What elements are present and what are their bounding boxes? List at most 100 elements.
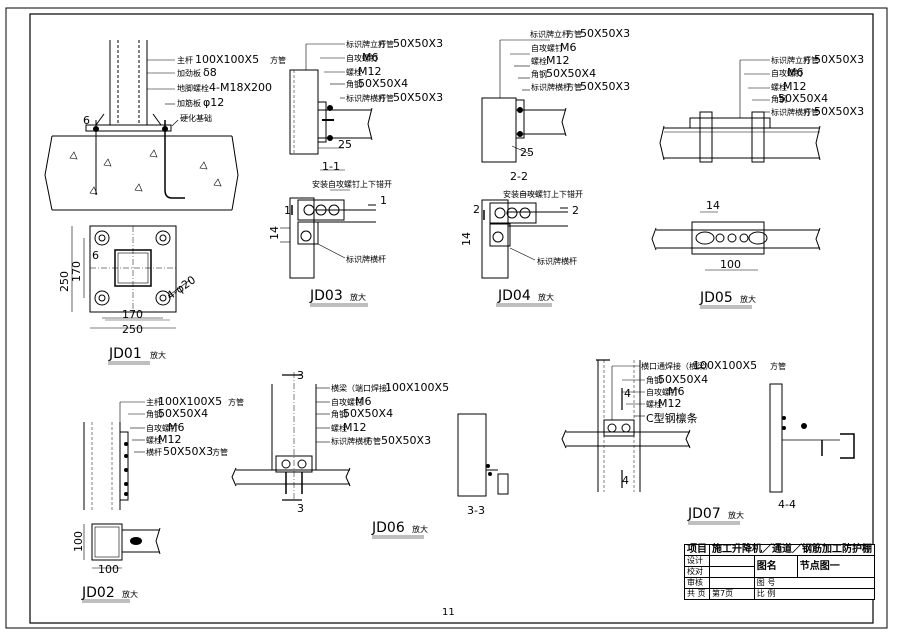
jd06-l5: 标识牌横杆: [331, 436, 371, 446]
jd05-l5: 标识牌横杆: [771, 107, 811, 117]
jd07-l4: 螺栓: [646, 399, 662, 409]
inner-frame: [29, 13, 874, 624]
jd06-l2-size: M6: [355, 395, 372, 408]
jd06-l3: 角钢: [331, 409, 347, 419]
jd03-l1: 标识牌立杆: [346, 39, 386, 49]
jd03-cut-left: 1: [284, 204, 291, 217]
jd02-bolt-size: M12: [158, 433, 182, 446]
jd02-dim-100a: 100: [72, 531, 85, 552]
jd07-l3-size: M6: [668, 385, 685, 398]
jd05-title-suffix: 放大: [740, 294, 756, 304]
jd04-l2: 自攻螺钉: [531, 43, 563, 53]
jd01-label-rib: 加劲板: [177, 68, 201, 78]
jd02-angle: 角钢: [146, 409, 162, 419]
jd04-l5-unit: 方管: [566, 82, 582, 92]
total-label: 共: [687, 589, 695, 598]
design-value: [709, 555, 755, 567]
jd06-l2: 自攻螺钉: [331, 397, 363, 407]
jd07-l3: 自攻螺钉: [646, 387, 678, 397]
jd06-l5-unit: 方管: [365, 436, 381, 446]
jd04-l2-size: M6: [560, 41, 577, 54]
jd06-l4: 螺栓: [331, 423, 347, 433]
jd05-l4: 角钢: [771, 94, 787, 104]
jd04-section: 2-2: [510, 170, 528, 183]
drawing-name: 节点图一: [796, 555, 876, 578]
jd05-l2: 自攻螺钉: [771, 68, 803, 78]
jd06-title: JD06: [371, 520, 405, 536]
jd05-l2-size: M6: [787, 66, 804, 79]
jd02-angle-size: 50X50X4: [158, 407, 208, 420]
jd05-l5-unit: 方管: [803, 107, 819, 117]
jd01-weld2: 6: [92, 249, 99, 262]
jd01-label-rib-size: δ8: [203, 66, 217, 79]
jd07-section: 4-4: [778, 498, 796, 511]
project-label: 项目: [684, 544, 710, 556]
jd04-note: 安装自攻螺钉上下错开: [503, 189, 583, 199]
jd02-title-suffix: 放大: [122, 589, 138, 599]
jd03-cut-right: 1: [380, 194, 387, 207]
jd05-title: JD05: [699, 290, 733, 306]
jd03-note: 安装自攻螺钉上下错开: [312, 179, 392, 189]
jd03-dim-25: 25: [338, 138, 352, 151]
jd05-l4-size: 50X50X4: [778, 92, 828, 105]
jd01-label-anchor: 地脚螺栓: [177, 83, 209, 93]
detail-jd07: [561, 359, 855, 525]
jd06-title-suffix: 放大: [412, 524, 428, 534]
jd06-l1: 横梁（端口焊接）: [331, 383, 395, 393]
jd01-label-bar-size: φ12: [203, 96, 224, 109]
check-label: 校对: [684, 566, 710, 578]
jd04-dim-14: 14: [460, 232, 473, 246]
jd04-l4-size: 50X50X4: [546, 67, 596, 80]
detail-jd05: [651, 59, 821, 309]
jd04-cross: 标识牌横杆: [537, 256, 577, 266]
jd03-l2-size: M6: [362, 51, 379, 64]
jd04-title-suffix: 放大: [538, 292, 554, 302]
jd07-title: JD07: [687, 506, 721, 522]
jd01-label-weld: 6: [83, 114, 90, 127]
jd04-l5: 标识牌横杆: [531, 82, 571, 92]
jd02-dim-100b: 100: [98, 563, 119, 576]
jd05-l1-unit: 方管: [803, 55, 819, 65]
jd02-beam-unit: 方管: [212, 447, 228, 457]
jd05-l1: 标识牌立杆: [771, 55, 811, 65]
jd01-title: JD01: [108, 346, 142, 362]
jd04-cut-left: 2: [473, 203, 480, 216]
detail-jd02: [82, 401, 161, 603]
jd07-l5: C型钢檩条: [646, 411, 698, 425]
jd01-label-bar: 加筋板: [177, 98, 201, 108]
jd03-l5: 标识牌横杆: [346, 93, 386, 103]
outer-frame: [5, 7, 888, 629]
jd01-label-main-tube-unit: 方管: [270, 55, 286, 65]
jd04-dim-25: 25: [520, 146, 534, 159]
jd03-l3: 螺栓: [346, 67, 362, 77]
jd01-label-main-tube: 主杆: [177, 55, 193, 65]
jd01-dim-170b: 170: [122, 308, 143, 321]
jd05-l5-size: 50X50X3: [814, 105, 864, 118]
jd04-l1-unit: 方管: [566, 29, 582, 39]
jd05-l3-size: M12: [783, 80, 807, 93]
jd01-dim-170a: 170: [70, 261, 83, 282]
jd05-l3: 螺栓: [771, 82, 787, 92]
jd07-l2-size: 50X50X4: [658, 373, 708, 386]
jd01-label-foundation: 硬化基础: [180, 113, 212, 123]
jd01-label-anchor-size: 4-M18X200: [209, 81, 272, 94]
jd06-section: 3-3: [467, 504, 485, 517]
jd07-l1: 横口通焊接（横梁）: [641, 361, 713, 371]
jd03-l1-size: 50X50X3: [393, 37, 443, 50]
jd01-hole: 4-φ20: [164, 273, 198, 302]
nth-page: 第7页: [709, 588, 755, 600]
jd05-dim-14: 14: [706, 199, 720, 212]
jd03-l3-size: M12: [358, 65, 382, 78]
page-number: 11: [442, 607, 455, 618]
jd07-l1-size: 100X100X5: [693, 359, 757, 372]
detail-jd03: [280, 43, 376, 307]
jd04-cut-right: 2: [572, 204, 579, 217]
jd07-l4-size: M12: [658, 397, 682, 410]
jd07-title-suffix: 放大: [728, 510, 744, 520]
review-value: [709, 577, 755, 589]
project-name: 施工升降机／通道／钢筋加工防护棚: [709, 544, 875, 556]
jd05-dim-100: 100: [720, 258, 741, 271]
drawing-name-label: 图名: [753, 555, 798, 578]
jd03-l5-size: 50X50X3: [393, 91, 443, 104]
jd02-main-tube: 主杆: [146, 397, 162, 407]
